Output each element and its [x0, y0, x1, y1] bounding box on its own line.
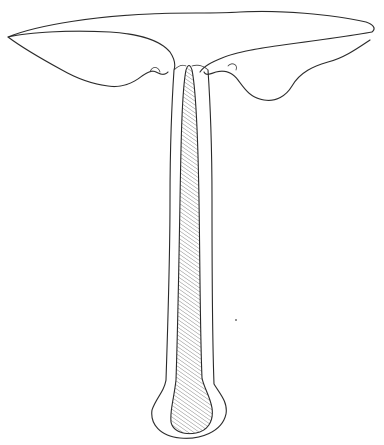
stalk-neck-left: [174, 65, 186, 70]
cap-top-rim: [8, 11, 374, 37]
stray-ink-dot: [235, 319, 237, 321]
cap-right-gill-curl: [228, 64, 236, 70]
cap-left-lobe: [8, 31, 175, 70]
cap-right-lobe-underside: [204, 40, 370, 100]
cap-right-lobe: [200, 32, 372, 72]
cap-left-lobe-underside: [8, 37, 168, 87]
stalk-core-fill: [171, 66, 212, 434]
